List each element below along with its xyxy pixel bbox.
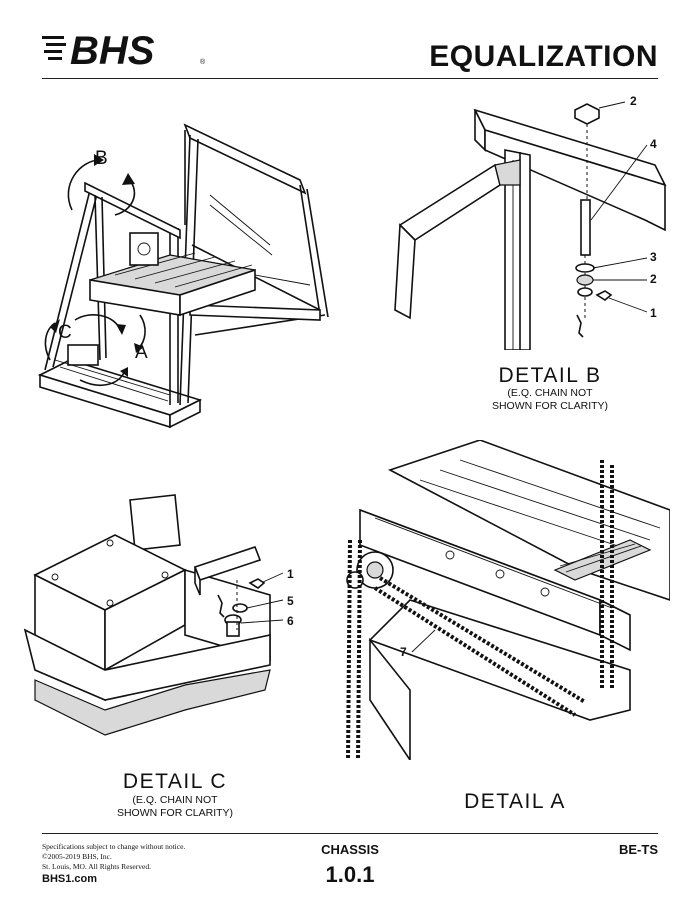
footer-page-number: 1.0.1 (325, 862, 375, 887)
detail-b-callout-2-bottom: 2 (650, 272, 657, 286)
detail-b-drawing (394, 101, 667, 350)
detail-c-title: DETAIL C (122, 770, 228, 793)
detail-b-title: DETAIL B (498, 364, 602, 387)
detail-a-callout-7: 7 (400, 645, 407, 659)
header-rule (42, 78, 658, 79)
overview-label-b: B (95, 148, 110, 169)
detail-b-callout-1: 1 (650, 306, 657, 320)
detail-c-callout-1: 1 (287, 567, 294, 581)
overview-label-c: C (58, 322, 74, 343)
footer-rule (42, 833, 658, 834)
footer-model-code: BE-TS (619, 842, 658, 857)
detail-a-drawing (346, 440, 670, 760)
detail-b-callout-2-top: 2 (630, 94, 637, 108)
overview-isometric-drawing (37, 123, 329, 429)
footer-disclaimer: Specifications subject to change without… (42, 842, 186, 851)
footer-location: St. Louis, MO. All Rights Reserved. (42, 862, 151, 871)
overview-label-a: A (135, 342, 150, 363)
page-title: EQUALIZATION (429, 40, 658, 73)
svg-text:BHS: BHS (70, 29, 155, 72)
detail-c-note-line1: (E.Q. CHAIN NOT (132, 794, 218, 806)
detail-c-drawing (23, 494, 284, 736)
detail-a-title: DETAIL A (464, 790, 566, 813)
detail-b-callout-3: 3 (650, 250, 657, 264)
detail-c-note-line2: SHOWN FOR CLARITY) (116, 807, 234, 819)
footer-section-name: CHASSIS (321, 842, 379, 857)
detail-c-callout-5: 5 (287, 594, 294, 608)
svg-text:®: ® (200, 58, 206, 66)
footer-copyright: ©2005-2019 BHS, Inc. (42, 852, 112, 861)
detail-b-callout-4: 4 (650, 137, 657, 151)
detail-b-note-line2: SHOWN FOR CLARITY) (491, 400, 609, 412)
detail-b-note-line1: (E.Q. CHAIN NOT (507, 387, 593, 399)
bhs-logo: BHS ® (42, 29, 206, 72)
footer-website-link[interactable]: BHS1.com (42, 873, 98, 885)
detail-c-callout-6: 6 (287, 614, 294, 628)
